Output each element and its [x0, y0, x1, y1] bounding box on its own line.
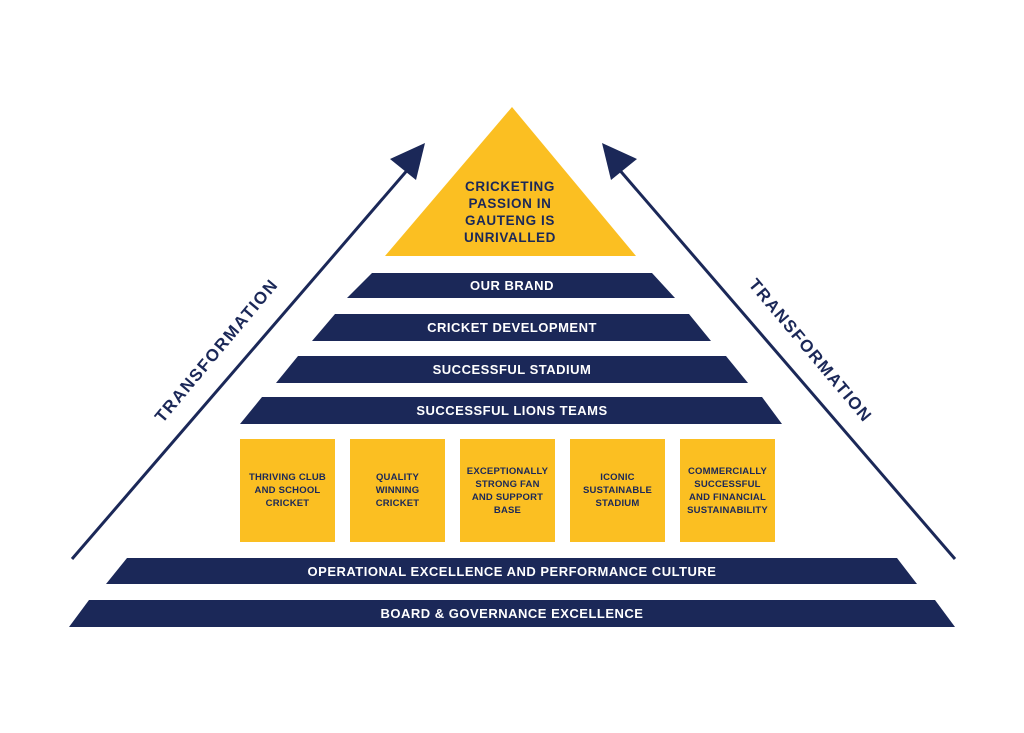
tier-band-brand — [347, 273, 675, 298]
tier-label-board: BOARD & GOVERNANCE EXCELLENCE — [380, 606, 644, 621]
tier-band-lions — [240, 397, 782, 424]
tier-label-lions: SUCCESSFUL LIONS TEAMS — [416, 403, 608, 418]
arrow-up-right-icon — [390, 143, 425, 180]
pillar-label: ICONIC SUSTAINABLE STADIUM — [582, 472, 653, 509]
tier-label-brand: OUR BRAND — [470, 278, 554, 293]
tier-label-stadium: SUCCESSFUL STADIUM — [432, 362, 592, 377]
pillar-box: COMMERCIALLY SUCCESSFUL AND FINANCIAL SU… — [680, 439, 775, 542]
tier-band-board — [69, 600, 955, 627]
pillar-label: THRIVING CLUB AND SCHOOL CRICKET — [248, 472, 326, 509]
tier-band-operational — [106, 558, 917, 584]
pillar-box: EXCEPTIONALLY STRONG FAN AND SUPPORT BAS… — [460, 439, 555, 542]
arrow-up-left-icon — [602, 143, 637, 180]
left-arrow-shaft — [70, 166, 412, 560]
apex-triangle — [385, 107, 636, 256]
apex-statement: CRICKETING PASSION IN GAUTENG IS UNRIVAL… — [464, 179, 556, 245]
pillar-box: QUALITY WINNING CRICKET — [350, 439, 445, 542]
pillar-label: EXCEPTIONALLY STRONG FAN AND SUPPORT BAS… — [466, 465, 549, 516]
pillar-label: COMMERCIALLY SUCCESSFUL AND FINANCIAL SU… — [687, 465, 768, 516]
tier-band-stadium — [276, 356, 748, 383]
pillar-box: THRIVING CLUB AND SCHOOL CRICKET — [240, 439, 335, 542]
pillar-box: ICONIC SUSTAINABLE STADIUM — [570, 439, 665, 542]
pillar-label: QUALITY WINNING CRICKET — [375, 472, 420, 509]
tier-label-operational: OPERATIONAL EXCELLENCE AND PERFORMANCE C… — [307, 564, 717, 579]
tier-band-development — [312, 314, 711, 341]
tier-label-development: CRICKET DEVELOPMENT — [427, 320, 597, 335]
right-arrow-shaft — [615, 166, 957, 560]
